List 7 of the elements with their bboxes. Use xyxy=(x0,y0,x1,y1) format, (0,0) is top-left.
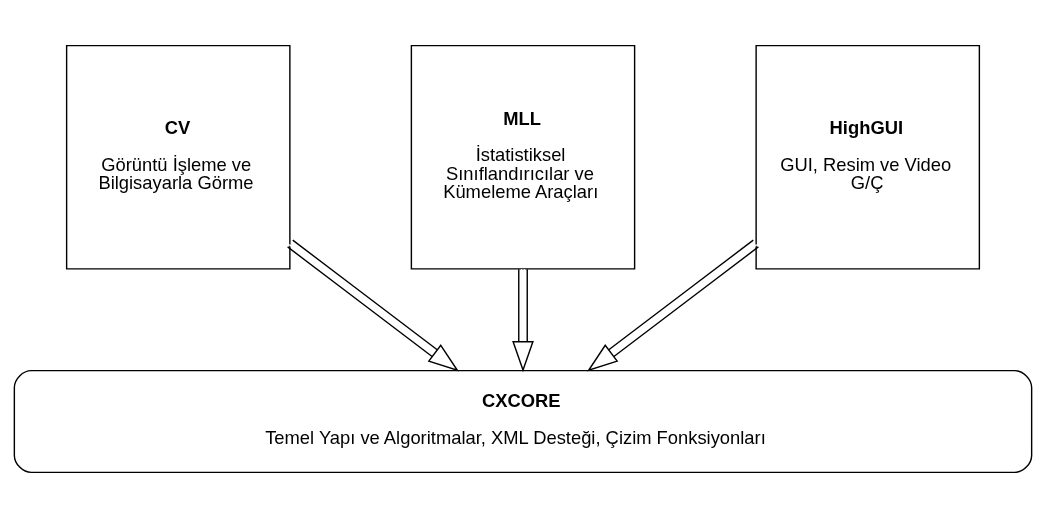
arrow xyxy=(286,238,460,372)
node-box: CV Görüntü İşleme ve Bilgisayarla Görme xyxy=(65,44,291,270)
node-box: MLL İstatistiksel Sınıflandırıcılar ve Kümeleme Araçları xyxy=(410,44,636,270)
node-box: CXCORE Temel Yapı ve Algoritmalar, XML Desteği, Çizim Fonksiyonları xyxy=(13,369,1033,473)
arrow xyxy=(512,267,534,372)
node-box: HighGUI GUI, Resim ve Video G/Ç xyxy=(755,44,981,270)
arrow xyxy=(586,238,760,372)
